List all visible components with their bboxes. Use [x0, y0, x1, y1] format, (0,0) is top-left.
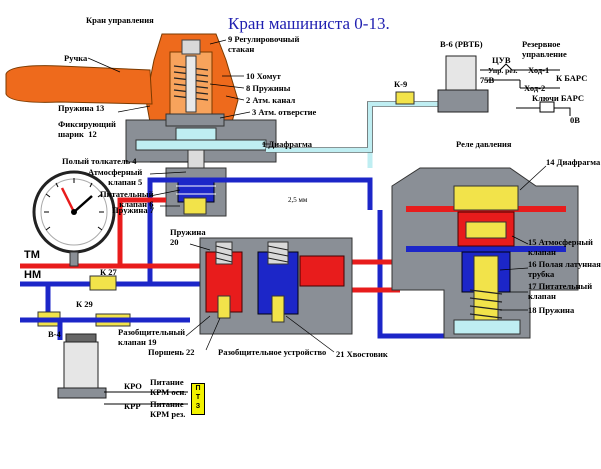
valve-k27 — [89, 275, 117, 291]
spring13-label: Пружина 13 — [58, 103, 105, 113]
springs8-label: 8 Пружины — [246, 83, 291, 93]
relay-diaphragm-yellow — [453, 185, 519, 211]
wiring — [104, 63, 571, 405]
v75-label: 75В — [480, 75, 495, 85]
k27-label: К 27 — [100, 267, 117, 277]
atm-hole-label: 3 Атм. отверстие — [252, 107, 317, 117]
b4-solenoid — [57, 333, 107, 399]
pressure-relay-label: Реле давления — [456, 139, 512, 149]
atm-valve15-label: 15 Атмосферный клапан — [528, 237, 593, 257]
gauge-needle-black — [73, 195, 93, 213]
clamp-label: 10 Хомут — [246, 71, 281, 81]
tm-label: ТМ — [24, 249, 40, 261]
feed-valve6-label: Питательный клапан 6 — [100, 189, 154, 209]
fixing-ball-label: Фиксирующий шарик 12 — [58, 119, 116, 139]
diaphragm14-label: 14 Диафрагма — [546, 157, 601, 167]
valve-k9 — [395, 91, 415, 105]
page-title: Кран машиниста 0-13. — [228, 14, 390, 33]
krr-label: КРР — [124, 401, 141, 411]
hollow-pusher-label: Полый толкатель 4 — [62, 156, 137, 166]
b6-label: В-6 (РВТБ) — [440, 39, 483, 49]
dim-label: 2,5 мм — [288, 196, 308, 204]
piston22-label: Поршень 22 — [148, 347, 195, 357]
power-osn-label: Питание КРМ осн. — [150, 377, 187, 397]
reg-cup-label: 9 Регулировочный стакан — [228, 34, 300, 54]
shank21-label: 21 Хвостовик — [336, 349, 388, 359]
diaphragm1-label: 1 Диафрагма — [262, 139, 312, 149]
spring20-label: Пружина 20 — [170, 227, 206, 247]
hod2-label: Ход-2 — [524, 83, 546, 93]
spring7-label: Пружина 7 — [112, 205, 154, 215]
feed-valve17-label: 17 Питательный клапан — [528, 281, 593, 301]
k29-label: К 29 — [76, 299, 93, 309]
key-bars-label: Ключи БАРС — [532, 93, 585, 103]
kro-label: КРО — [124, 381, 142, 391]
tsuv-label: ЦУВ — [492, 55, 511, 65]
gauge-needle-red — [60, 187, 76, 213]
zero-v-label: 0В — [570, 115, 580, 125]
brass-tube16-label: 16 Полая латунная трубка — [528, 259, 601, 279]
hod1-label: Ход-1 — [528, 65, 550, 75]
reg-nut — [181, 39, 201, 55]
disconnect-valve19-label: Разобщительный клапан 19 — [118, 327, 186, 347]
k9-label: К-9 — [394, 79, 408, 89]
atm-channel-label: 2 Атм. канал — [246, 95, 296, 105]
disconnect-device-label: Разобщительное устройство — [218, 347, 327, 357]
diaphragm-chamber — [135, 139, 267, 151]
handle-label: Ручка — [64, 53, 88, 63]
upr-rez-label: Упр. рез. — [488, 66, 518, 75]
b4-label: В-4 — [48, 329, 61, 339]
reserve-control-label: Резервное управление — [522, 39, 567, 59]
atm-valve5-label: Атмосферный клапан 5 — [88, 167, 143, 187]
power-rez-label: Питание КРМ рез. — [150, 399, 186, 419]
spring18-label: 18 Пружина — [528, 305, 575, 315]
b6-solenoid — [437, 55, 489, 113]
handle — [5, 65, 153, 105]
ptz-box: П Т З — [191, 383, 205, 415]
k-bars-label: К БАРС — [556, 73, 588, 83]
nm-label: НМ — [24, 269, 42, 281]
crane-control-label: Кран управления — [86, 15, 154, 25]
pressure-gauge — [32, 170, 116, 267]
